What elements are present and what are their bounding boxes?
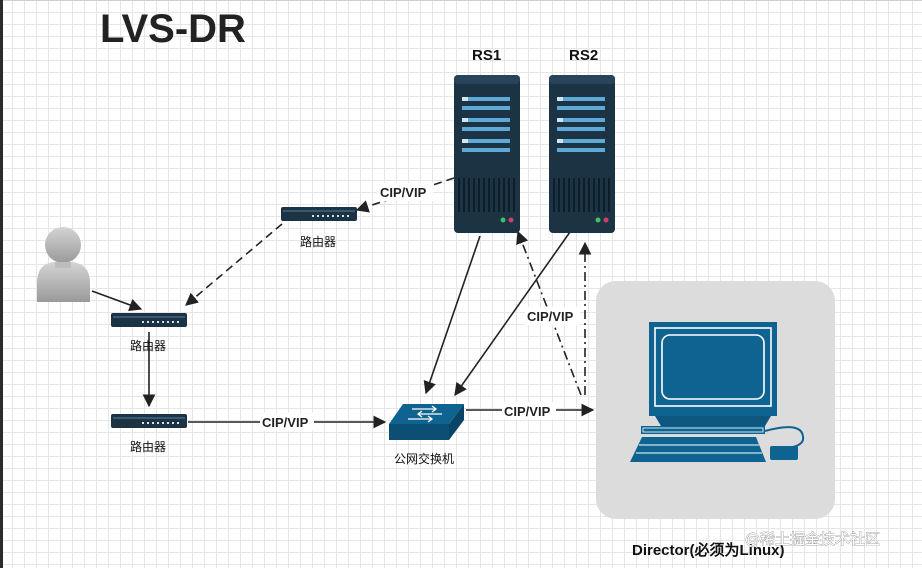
edge-rs1-to-switch: [423, 235, 481, 395]
router-icon: [111, 414, 187, 428]
canvas-top-border: [0, 0, 922, 1]
edge-rs2-to-switch: [454, 231, 571, 397]
router-bottom-label: 路由器: [130, 439, 166, 454]
edge-label-switch-director: CIP/VIP: [504, 404, 551, 419]
canvas-left-border: [0, 0, 3, 568]
server-icon: [549, 75, 615, 233]
server-icon: [454, 75, 520, 233]
public-switch[interactable]: 公网交换机: [389, 404, 464, 466]
director-label: Director(必须为Linux): [632, 541, 785, 559]
edge-router-top-to-router-mid: [185, 223, 283, 306]
watermark-text: @稀土掘金技术社区: [745, 530, 880, 548]
rs2-label: RS2: [569, 47, 598, 64]
router-mid[interactable]: 路由器: [111, 313, 187, 353]
edge-user-to-router-mid: [91, 290, 143, 312]
user-icon[interactable]: [37, 227, 90, 302]
edge-label-rs1-router-top: CIP/VIP: [380, 185, 427, 200]
switch-icon: [389, 404, 464, 440]
router-icon: [111, 313, 187, 327]
edge-label-director-rs: CIP/VIP: [527, 309, 574, 324]
computer-icon: [630, 322, 805, 462]
rs1-label: RS1: [472, 47, 501, 64]
switch-label: 公网交换机: [394, 451, 454, 466]
edge-label-router-switch: CIP/VIP: [262, 415, 309, 430]
router-top-label: 路由器: [300, 234, 336, 249]
router-top[interactable]: 路由器: [281, 207, 357, 249]
diagram-title: LVS-DR: [100, 7, 246, 51]
router-bottom[interactable]: 路由器: [111, 414, 187, 454]
rs1-server[interactable]: RS1: [454, 47, 520, 233]
router-mid-label: 路由器: [130, 338, 166, 353]
rs2-server[interactable]: RS2: [549, 47, 615, 233]
edge-rs1-to-router-top: [355, 177, 455, 213]
director-computer[interactable]: Director(必须为Linux): [630, 322, 805, 559]
router-icon: [281, 207, 357, 221]
edges: [91, 177, 595, 429]
